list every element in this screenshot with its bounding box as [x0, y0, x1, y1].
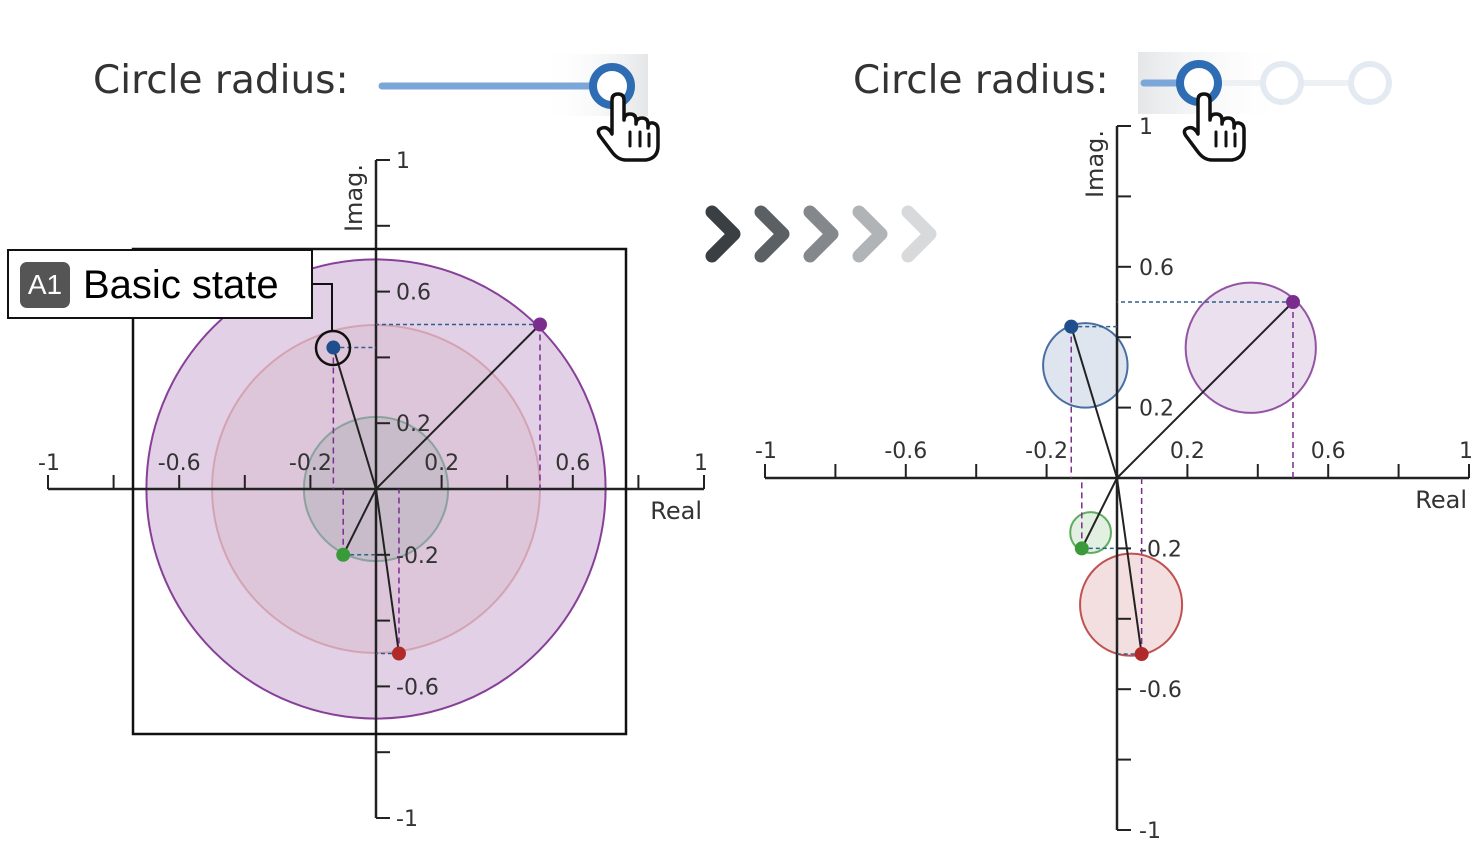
y-axis-title: Imag. [1081, 130, 1109, 198]
y-tick-label: 1 [1139, 115, 1153, 140]
y-tick-label: 0.6 [396, 281, 431, 306]
data-point [1286, 295, 1300, 309]
chevron-right-icon [754, 205, 790, 263]
x-axis-title: Real [650, 497, 702, 525]
data-point [1064, 319, 1079, 334]
circle-radius-label: Circle radius: [93, 58, 349, 103]
slider-thumb-ghost [1348, 61, 1392, 105]
hand-cursor-icon [1182, 92, 1246, 162]
data-point [1074, 541, 1089, 556]
circle-radius-label: Circle radius: [853, 58, 1109, 103]
y-tick-label: -0.6 [1139, 678, 1182, 703]
x-tick-label: 0.6 [555, 451, 590, 476]
x-axis-title: Real [1415, 486, 1467, 514]
annotation-badge: A1 [20, 262, 70, 308]
data-point [391, 646, 406, 661]
y-tick-label: 0.6 [1139, 256, 1174, 281]
y-tick-label: -1 [1139, 819, 1161, 844]
annotation-callout: A1 Basic state [7, 249, 313, 319]
highlight-frame [131, 247, 628, 736]
y-tick-label: -0.2 [1139, 537, 1182, 562]
y-axis-title: Imag. [340, 164, 368, 232]
chevron-right-icon [901, 205, 937, 263]
x-tick-label: -0.6 [884, 439, 927, 464]
data-point [533, 317, 547, 332]
annotation-text: Basic state [83, 263, 279, 307]
transition-arrows [705, 205, 937, 263]
data-point [1134, 647, 1149, 661]
state-vector [1116, 477, 1143, 655]
chevron-right-icon [803, 205, 839, 263]
slider-thumb-ghost [1260, 61, 1304, 105]
chevron-right-icon [852, 205, 888, 263]
state-vector [342, 488, 377, 556]
circle-radius-slider[interactable] [378, 54, 648, 116]
x-tick-label: 0.6 [1311, 439, 1346, 464]
y-tick-label: -0.2 [396, 544, 439, 569]
x-tick-label: -0.2 [1025, 439, 1068, 464]
chevron-right-icon [705, 205, 741, 263]
y-tick-label: 1 [396, 149, 410, 174]
state-vector [1070, 326, 1118, 479]
data-point [326, 340, 341, 355]
x-tick-label: 1 [1459, 439, 1473, 464]
state-vector [375, 488, 400, 654]
x-tick-label: -1 [38, 451, 60, 476]
x-tick-label: 0.2 [424, 451, 459, 476]
state-vector [1080, 477, 1118, 549]
state-vector [375, 323, 541, 490]
y-tick-label: 0.2 [1139, 397, 1174, 422]
y-tick-label: -0.6 [396, 675, 439, 700]
x-tick-label: -1 [755, 439, 777, 464]
magnitude-circle [1042, 322, 1129, 409]
state-vector [1116, 301, 1294, 479]
callout-ring [314, 329, 352, 367]
magnitude-circle [1079, 552, 1184, 657]
callout-leader [313, 283, 333, 330]
hand-cursor-icon [596, 92, 660, 162]
y-tick-label: 0.2 [396, 412, 431, 437]
x-tick-label: 1 [694, 451, 708, 476]
y-tick-label: -1 [396, 807, 418, 832]
x-tick-label: -0.2 [289, 451, 332, 476]
data-point [336, 547, 351, 562]
x-tick-label: 0.2 [1170, 439, 1205, 464]
magnitude-circle [1184, 281, 1317, 414]
circle-radius-slider[interactable] [1138, 52, 1392, 114]
x-tick-label: -0.6 [158, 451, 201, 476]
state-vector [332, 347, 377, 490]
